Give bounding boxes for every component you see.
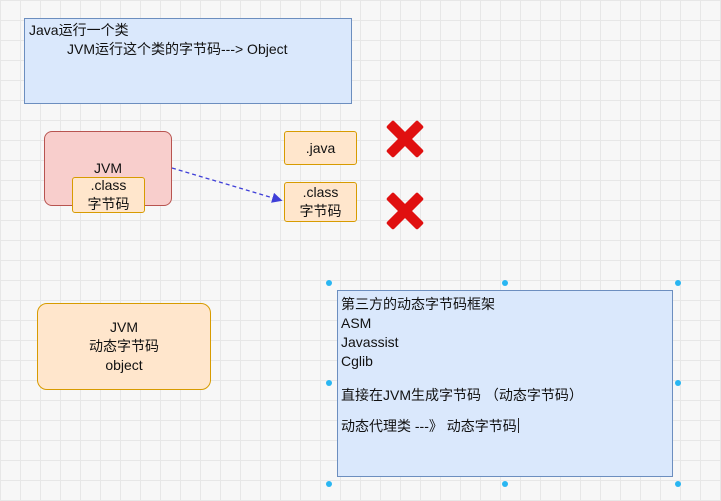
framework-line-1: 第三方的动态字节码框架 — [341, 296, 495, 312]
resize-handle-bottom-right[interactable] — [675, 481, 681, 487]
framework-line-5: 直接在JVM生成字节码 （动态字节码） — [341, 387, 583, 403]
text-caret — [517, 418, 519, 433]
jvm-class-line-1: .class — [90, 177, 127, 193]
top-box-line-2: JVM运行这个类的字节码---> Object — [67, 41, 288, 57]
framework-line-2: ASM — [341, 315, 372, 331]
framework-line-6: 动态代理类 ---》 动态字节码 — [341, 417, 669, 436]
java-box-label: .java — [305, 139, 336, 156]
resize-handle-top-left[interactable] — [326, 280, 332, 286]
jvm-dynamic-bytecode-box[interactable]: JVM 动态字节码 object — [37, 303, 211, 390]
dynamic-box-line-1: JVM — [110, 319, 138, 335]
top-box-line-1: Java运行一个类 — [29, 22, 129, 38]
resize-handle-left[interactable] — [326, 380, 332, 386]
dynamic-box-line-2: 动态字节码 — [89, 338, 159, 354]
bytecode-framework-box[interactable]: 第三方的动态字节码框架 ASM Javassist Cglib 直接在JVM生成… — [337, 290, 673, 477]
resize-handle-bottom-left[interactable] — [326, 481, 332, 487]
java-run-class-box[interactable]: Java运行一个类 JVM运行这个类的字节码---> Object — [24, 18, 352, 104]
class-box-line-1: .class — [302, 184, 339, 200]
class-box-line-2: 字节码 — [299, 203, 342, 219]
jvm-class-line-2: 字节码 — [87, 196, 130, 212]
jvm-box-title: JVM — [94, 160, 122, 176]
resize-handle-top[interactable] — [502, 280, 508, 286]
framework-line-4: Cglib — [341, 353, 373, 369]
class-bytecode-box[interactable]: .class 字节码 — [284, 182, 357, 222]
dynamic-box-line-3: object — [105, 357, 143, 373]
framework-line-3: Javassist — [341, 334, 399, 350]
jvm-class-bytecode-box[interactable]: .class 字节码 — [72, 177, 145, 213]
jvm-box[interactable]: JVM — [44, 131, 172, 206]
java-file-box[interactable]: .java — [284, 131, 357, 165]
resize-handle-bottom[interactable] — [502, 481, 508, 487]
resize-handle-top-right[interactable] — [675, 280, 681, 286]
framework-line-6-text: 动态代理类 ---》 动态字节码 — [341, 418, 517, 434]
resize-handle-right[interactable] — [675, 380, 681, 386]
